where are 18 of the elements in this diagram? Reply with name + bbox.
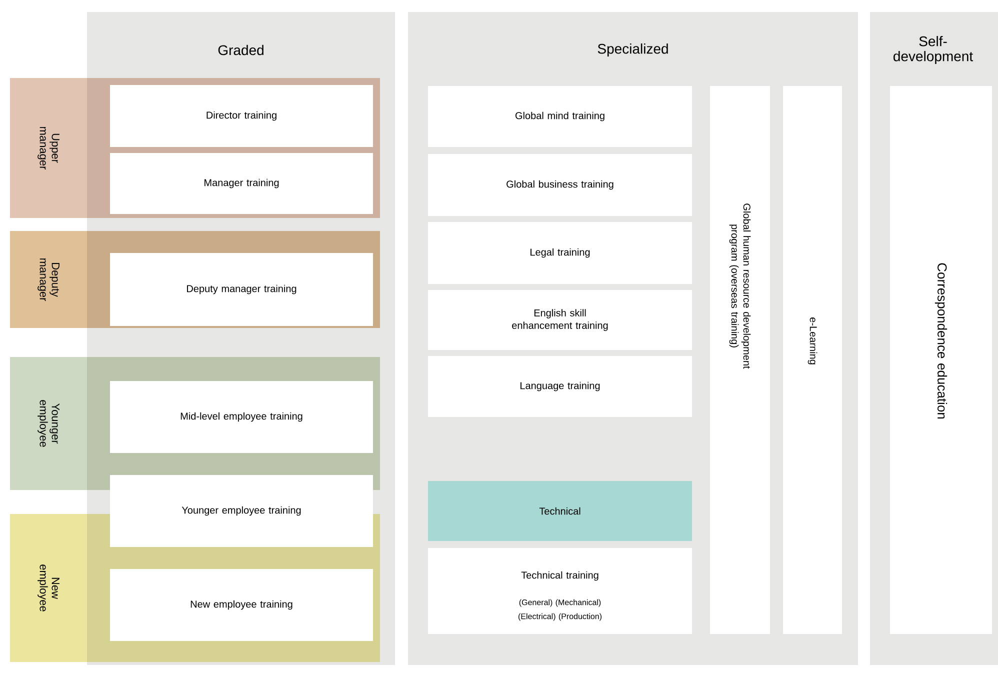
training-box: English skill enhancement training bbox=[428, 290, 692, 350]
training-box: Legal training bbox=[428, 222, 692, 284]
training-box: Manager training bbox=[110, 153, 373, 214]
training-box: Deputy manager training bbox=[110, 253, 373, 326]
training-box: Global mind training bbox=[428, 86, 692, 147]
training-box: Technical bbox=[428, 481, 692, 541]
node-label: Mid-level employee training bbox=[180, 412, 302, 422]
training-box: Technical training (General) (Mechanical) (Electrical) (Production) bbox=[428, 548, 692, 634]
node-label: New employee training bbox=[190, 600, 292, 610]
training-box: Mid-level employee training bbox=[110, 381, 373, 453]
training-column: Global human resource development program (overseas training) bbox=[710, 86, 770, 634]
training-column: Correspondence education bbox=[890, 86, 992, 634]
training-box: Language training bbox=[428, 356, 692, 417]
training-box: Younger employee training bbox=[110, 475, 373, 547]
training-box: Global business training bbox=[428, 154, 692, 216]
training-column: e-Learning bbox=[783, 86, 842, 634]
training-box: Director training bbox=[110, 85, 373, 147]
training-box: New employee training bbox=[110, 569, 373, 641]
